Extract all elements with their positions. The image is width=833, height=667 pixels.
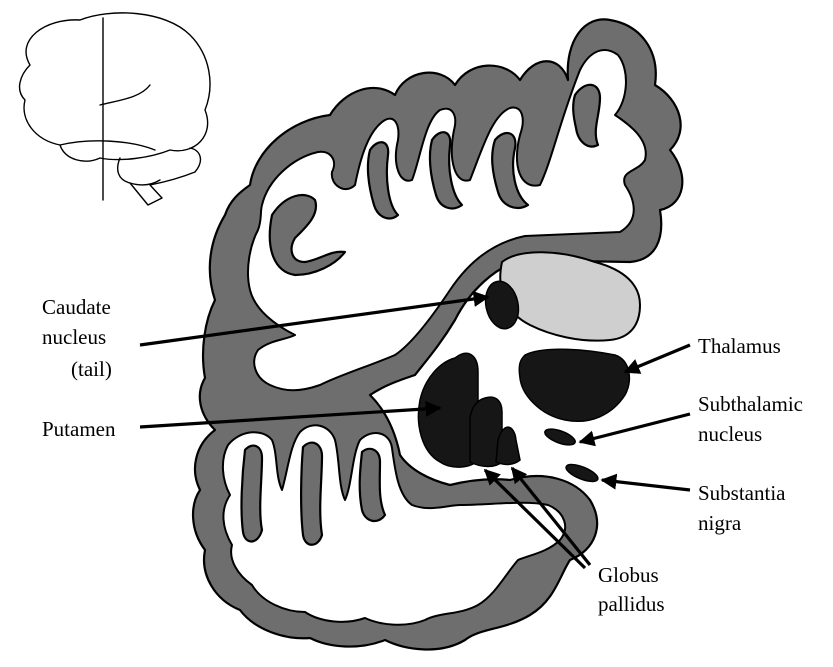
label-caudate-line2: nucleus <box>42 325 106 349</box>
substantia-nigra <box>564 461 600 485</box>
label-substantia: Substantia nigra <box>698 481 786 535</box>
label-subthalamic-line2: nucleus <box>698 422 762 446</box>
lateral-ventricle-region <box>500 252 640 340</box>
label-globus: Globus pallidus <box>598 563 665 616</box>
label-thalamus: Thalamus <box>698 334 781 358</box>
label-substantia-line1: Substantia <box>698 481 786 505</box>
temporal-gyrus-2 <box>301 443 322 545</box>
subthalamic-nucleus <box>543 426 577 448</box>
thalamus <box>519 349 629 421</box>
thalamus-arrow <box>625 345 690 372</box>
brain-orientation-sketch <box>20 13 210 205</box>
label-substantia-line2: nigra <box>698 511 742 535</box>
label-caudate-line3: (tail) <box>71 357 112 381</box>
label-caudate-line1: Caudate <box>42 295 111 319</box>
label-putamen: Putamen <box>42 417 116 441</box>
label-subthalamic-line1: Subthalamic <box>698 392 803 416</box>
substantia-arrow <box>602 480 690 490</box>
label-subthalamic: Subthalamic nucleus <box>698 392 803 446</box>
label-globus-line1: Globus <box>598 563 659 587</box>
label-caudate: Caudate nucleus (tail) <box>42 295 112 381</box>
temporal-gyrus-1 <box>242 446 262 542</box>
label-globus-line2: pallidus <box>598 592 665 616</box>
